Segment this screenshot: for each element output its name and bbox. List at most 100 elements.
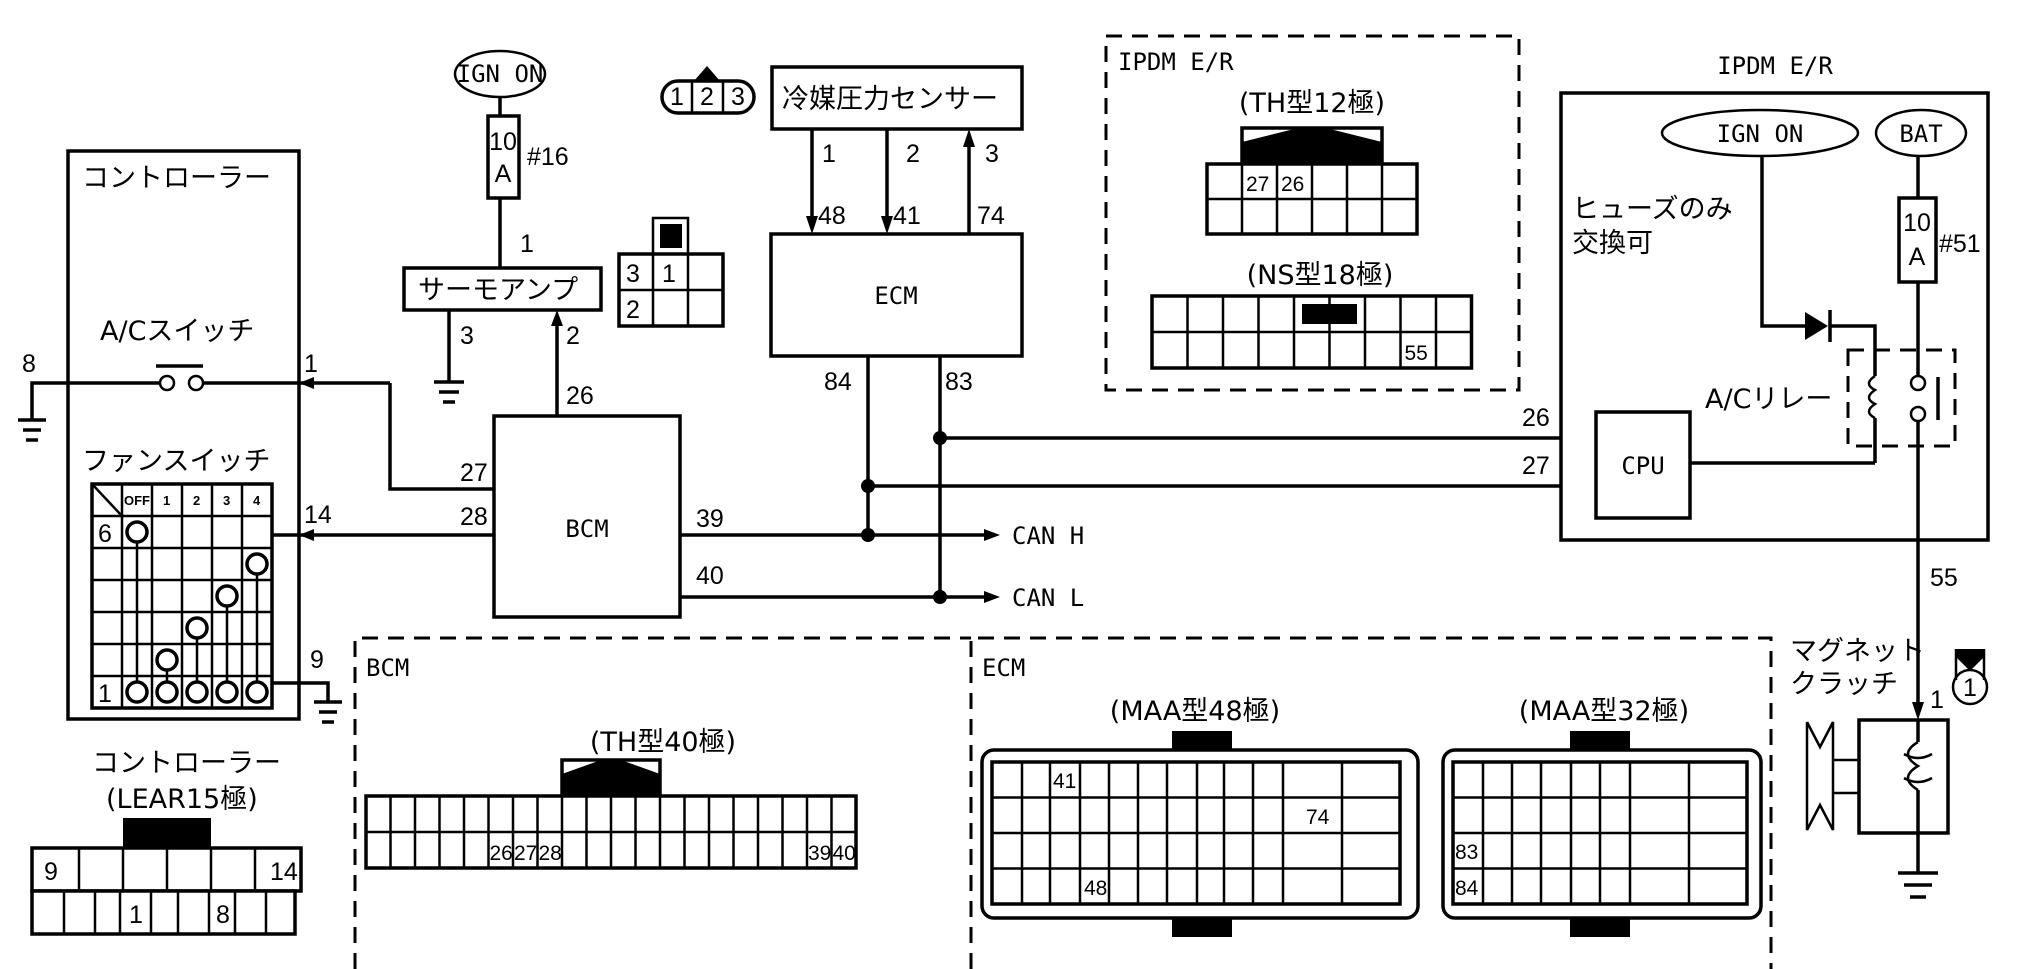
connector-pin: 40 [833,842,856,865]
fuse-16 [486,114,521,200]
thermo-pin-1: 1 [520,230,534,258]
fan-switch-row-label: 1 [98,680,112,708]
wire-fan-ground [272,681,330,702]
controller-pin-1: 1 [304,350,318,378]
connector-pin: 48 [1084,877,1107,900]
ground-icon [18,418,46,442]
sensor-conn-pin-2: 2 [700,83,714,111]
controller-pin-8: 8 [22,350,36,378]
ns18-label: (NS型18極) [1247,260,1394,291]
controller-pin-9: 9 [310,646,324,674]
thermo-pin-2: 2 [566,322,580,350]
bat-label: BAT [1899,120,1942,148]
sensor-pin-3: 3 [985,140,999,168]
switch-contact [125,680,149,704]
ipdm-pin-27: 27 [1522,452,1550,480]
thermo-conn-pin-1: 1 [662,260,676,288]
ecm-pin-48: 48 [818,202,846,230]
bcm-pin-28: 28 [460,503,488,531]
ecm-pin-84: 84 [824,368,852,396]
maa32-label: (MAA型32極) [1519,696,1689,727]
maa48-label: (MAA型48極) [1110,696,1280,727]
clutch-conn-ref: 1 [1963,674,1977,702]
clutch-title-2: クラッチ [1790,669,1898,700]
arrow-icon [299,377,314,389]
switch-contact [155,680,179,704]
fuse-51-rating: 10 [1903,209,1931,237]
ac-switch-label: A/Cスイッチ [100,316,254,347]
fan-switch-header: 1 [163,493,170,508]
pulley-icon [1805,721,1859,831]
ecm-box [769,232,1024,358]
arrow-icon [984,591,1000,603]
thermo-conn-pin-2: 2 [626,296,640,324]
arrow-icon [551,310,563,326]
ecm-pin-83: 83 [945,368,973,396]
ipdm-title: IPDM E/R [1717,52,1833,80]
ecm-pin-74: 74 [977,202,1005,230]
wire-ign-relay [1760,156,1805,328]
fuse-note-1: ヒューズのみ [1572,194,1733,225]
connector-pin: 55 [1405,342,1428,365]
wire-ac-ground [30,381,160,420]
thermo-amp-box [402,266,603,312]
ac-relay-label: A/Cリレー [1705,384,1832,415]
arrow-icon [299,529,314,541]
ipdm-connectors-title: IPDM E/R [1118,48,1234,76]
fuse-51-number: #51 [1939,230,1981,258]
connector-key [1570,731,1630,750]
thermo-pin-3: 3 [460,322,474,350]
arrow-icon [881,216,893,234]
refrigerant-sensor-title: 冷媒圧力センサー [782,84,998,115]
arrow-icon [984,529,1000,541]
connector-key [1242,128,1382,164]
fuse-51-unit: A [1909,243,1926,271]
arrow-icon [963,129,975,147]
bcm-pin-39: 39 [696,505,724,533]
thermo-amp: IGN ON 10 A #16 1 サーモアンプ 3 2 26 [402,49,603,416]
arrow-icon [1912,702,1924,720]
ecm-conn-title: ECM [982,654,1025,682]
connector-key [1302,304,1357,324]
bcm-box [492,414,682,619]
clutch-coil-icon [1903,720,1933,873]
switch-contact [185,680,209,704]
ipdm-ign-on-oval [1660,108,1860,158]
ground-icon [314,700,342,724]
ipdm-pin-55: 55 [1930,564,1958,592]
connector-key [1570,918,1630,937]
ns18-connector: 55 [1150,294,1474,370]
clutch-pin-1: 1 [1930,686,1944,714]
clutch-title-1: マグネット [1790,636,1925,667]
connector-pin: 28 [539,842,562,865]
connector-pin: 9 [44,858,58,886]
refrigerant-sensor: 冷媒圧力センサー 1 2 3 48 41 74 [770,65,1024,234]
fuse-16-rating: 10 [489,128,517,156]
connector-pin: 41 [1053,770,1076,793]
connector-body [30,889,297,936]
connector-pin: 26 [1281,173,1304,196]
cpu-box [1594,410,1692,520]
connector-key [1172,731,1232,750]
wire-relay-coil [1830,324,1877,376]
connector-pin: 8 [216,901,230,929]
clutch-box [1857,718,1950,835]
connector-pin: 27 [514,842,537,865]
sensor-pin-2: 2 [906,140,920,168]
connector-pin: 83 [1455,841,1478,864]
bcm-pin-26: 26 [566,382,594,410]
ecm-title: ECM [874,282,917,310]
cpu-label: CPU [1621,452,1664,480]
fan-switch-row-label: 6 [98,520,112,548]
sensor-conn-pin-1: 1 [670,83,684,111]
connector-pin: 74 [1306,806,1330,829]
fan-switch-header: 3 [223,493,230,508]
ipdm-pin-26: 26 [1522,404,1550,432]
controller-conn-title: コントローラー [92,748,281,779]
wire-bcm-27 [388,383,494,491]
thermo-conn-pin-3: 3 [626,260,640,288]
